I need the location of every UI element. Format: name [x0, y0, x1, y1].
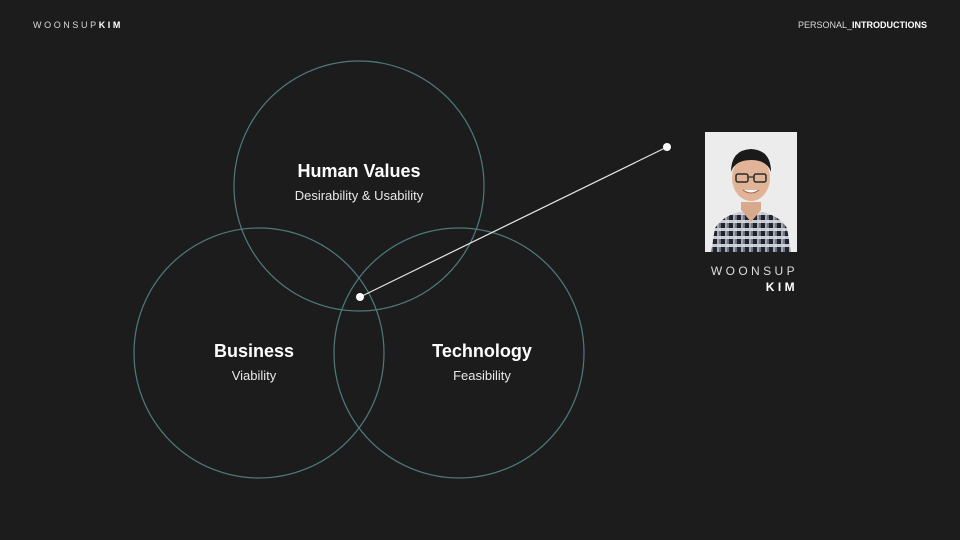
label-business: Business Viability	[174, 340, 334, 384]
label-business-subtitle: Viability	[231, 368, 277, 383]
brand-last-name: KIM	[98, 20, 124, 30]
circle-human-values	[233, 60, 485, 312]
section-title: PERSONAL_INTRODUCTIONS	[798, 20, 927, 30]
section-prefix: PERSONAL_	[797, 20, 852, 30]
brand-first-name: WOONSUP	[33, 20, 99, 30]
connector-line	[359, 146, 668, 298]
label-human-values: Human Values Desirability & Usability	[259, 160, 459, 204]
section-name: INTRODUCTIONS	[852, 20, 927, 30]
label-business-title: Business	[213, 341, 295, 361]
brand-logo: WOONSUPKIM	[33, 20, 123, 30]
profile-photo	[705, 132, 797, 252]
person-portrait-icon	[705, 132, 797, 252]
connector-dot-center	[356, 293, 364, 301]
label-human-values-subtitle: Desirability & Usability	[294, 188, 424, 203]
profile-last-name: KIM	[765, 280, 798, 294]
label-technology-subtitle: Feasibility	[453, 368, 511, 383]
label-technology: Technology Feasibility	[402, 340, 562, 384]
profile-name: WOONSUP KIM	[711, 263, 798, 295]
connector-dot-end	[663, 143, 671, 151]
profile-first-name: WOONSUP	[710, 264, 798, 278]
circle-technology	[333, 227, 585, 479]
label-technology-title: Technology	[432, 341, 532, 361]
circle-business	[133, 227, 385, 479]
label-human-values-title: Human Values	[297, 161, 421, 181]
